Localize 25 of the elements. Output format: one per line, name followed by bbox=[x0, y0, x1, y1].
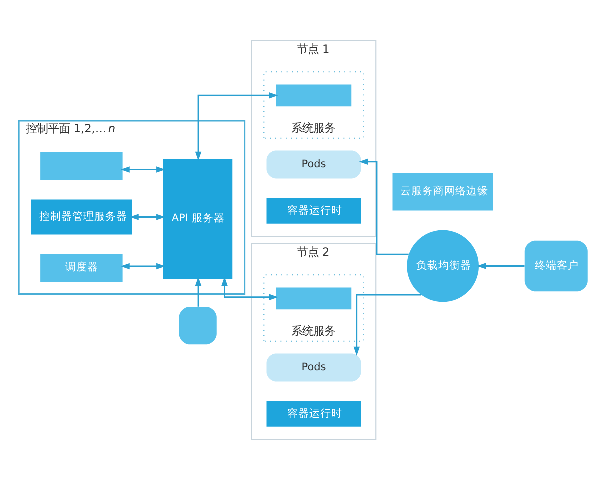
node-box: Pods bbox=[266, 354, 362, 382]
arrow bbox=[354, 294, 422, 356]
node-box: 终端客户 bbox=[524, 240, 588, 292]
node-box bbox=[40, 152, 123, 180]
arrow bbox=[359, 158, 409, 256]
node-box: 云服务商网络边缘 bbox=[392, 173, 494, 211]
node-circle: 负载均衡器 bbox=[407, 230, 480, 302]
arrow bbox=[195, 92, 278, 161]
node-box: 调度器 bbox=[40, 254, 123, 282]
cluster: 系统服务 bbox=[264, 274, 364, 342]
node-box: Pods bbox=[266, 150, 362, 179]
node-box bbox=[276, 84, 352, 107]
node-box bbox=[276, 288, 352, 310]
cluster: 系统服务 bbox=[264, 71, 364, 140]
node-box: API 服务器 bbox=[164, 159, 233, 279]
arrow bbox=[120, 166, 166, 173]
node-box: 控制器管理服务器 bbox=[31, 200, 132, 235]
arrow bbox=[130, 214, 166, 220]
node-box: 容器运行时 bbox=[266, 198, 362, 224]
node-box bbox=[179, 306, 217, 345]
arrow bbox=[222, 277, 278, 300]
node-box: 容器运行时 bbox=[266, 401, 362, 427]
arrow bbox=[195, 277, 202, 307]
arrow bbox=[477, 263, 525, 270]
arrow bbox=[120, 263, 166, 270]
